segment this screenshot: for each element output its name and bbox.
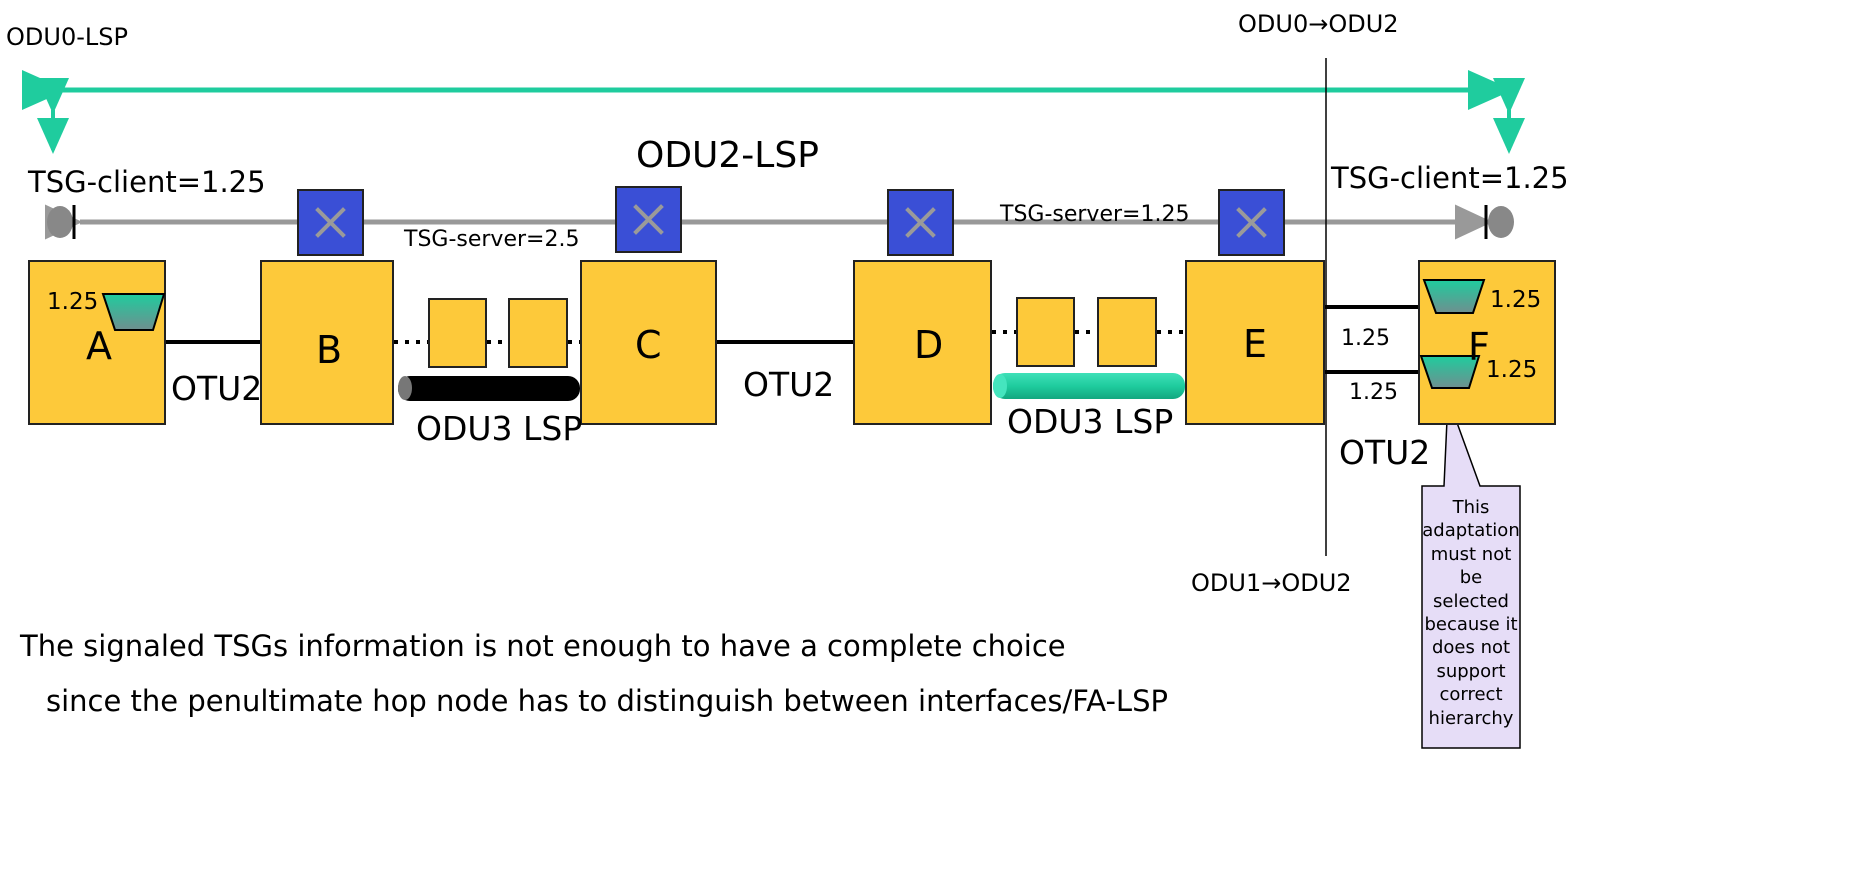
link-e-f-bottom-value: 1.25 bbox=[1349, 380, 1398, 405]
tsg-client-left-label: TSG-client=1.25 bbox=[28, 165, 266, 199]
node-d bbox=[853, 260, 992, 425]
node-d-label: D bbox=[914, 323, 944, 367]
otu2-c-d-label: OTU2 bbox=[743, 365, 835, 404]
otu2-a-b-label: OTU2 bbox=[171, 369, 263, 408]
callout-bubble bbox=[1421, 397, 1521, 749]
intermediate-box-de-1 bbox=[1016, 297, 1075, 367]
node-a bbox=[28, 260, 166, 425]
callout-line: does not bbox=[1431, 637, 1511, 659]
node-b-label: B bbox=[316, 328, 343, 372]
caption-line-2: since the penultimate hop node has to di… bbox=[46, 684, 1168, 718]
adaptation-f-top-value: 1.25 bbox=[1490, 287, 1542, 313]
odu2-left-endpoint bbox=[47, 206, 73, 238]
odu2-right-endpoint bbox=[1488, 206, 1514, 238]
cross-icon bbox=[905, 207, 936, 238]
callout-line: because it bbox=[1424, 613, 1518, 635]
node-c-label: C bbox=[635, 323, 662, 367]
cross-icon bbox=[1236, 207, 1267, 238]
adaptation-a-value: 1.25 bbox=[47, 289, 99, 315]
tsg-client-right-label: TSG-client=1.25 bbox=[1331, 161, 1569, 195]
tsg-server-right-label: TSG-server=1.25 bbox=[1000, 202, 1190, 227]
odu3-lsp-pipe-de-end bbox=[993, 374, 1007, 398]
cross-icon bbox=[633, 204, 664, 235]
callout-line: correct bbox=[1439, 684, 1503, 706]
callout-line: support bbox=[1436, 660, 1506, 682]
callout-line: adaptation bbox=[1422, 520, 1520, 542]
caption-line-1: The signaled TSGs information is not eno… bbox=[20, 629, 1066, 663]
callout-line: selected bbox=[1433, 590, 1509, 612]
otu2-e-f-label: OTU2 bbox=[1339, 433, 1431, 472]
odu0-lsp-label: ODU0-LSP bbox=[6, 23, 128, 51]
link-e-f-top-value: 1.25 bbox=[1341, 326, 1390, 351]
node-f-label: F bbox=[1468, 325, 1490, 369]
cross-connect-b bbox=[297, 189, 364, 256]
odu3-lsp-bc-label: ODU3 LSP bbox=[416, 409, 583, 448]
cross-connect-e bbox=[1218, 189, 1285, 256]
odu3-lsp-pipe-de bbox=[993, 373, 1185, 399]
cross-connect-c bbox=[615, 186, 682, 253]
odu3-lsp-de-label: ODU3 LSP bbox=[1007, 402, 1174, 441]
tsg-server-left-label: TSG-server=2.5 bbox=[404, 227, 580, 252]
intermediate-box-bc-1 bbox=[428, 298, 487, 368]
node-c bbox=[580, 260, 717, 425]
odu1-to-odu2-label: ODU1→ODU2 bbox=[1191, 569, 1352, 597]
odu2-lsp-label: ODU2-LSP bbox=[636, 135, 819, 176]
odu0-to-odu2-label: ODU0→ODU2 bbox=[1238, 10, 1399, 38]
node-b bbox=[260, 260, 394, 425]
odu3-lsp-pipe-bc bbox=[398, 376, 580, 401]
node-e-label: E bbox=[1243, 322, 1268, 366]
odu3-lsp-pipe-bc-end bbox=[398, 376, 412, 400]
intermediate-box-bc-2 bbox=[508, 298, 568, 368]
cross-icon bbox=[315, 207, 346, 238]
cross-connect-d bbox=[887, 189, 954, 256]
node-a-label: A bbox=[86, 324, 112, 368]
callout-line: hierarchy bbox=[1428, 707, 1514, 729]
node-e bbox=[1185, 260, 1325, 425]
callout-line: must not be bbox=[1430, 543, 1512, 589]
callout-text: This adaptation must not be selected bec… bbox=[1422, 496, 1520, 730]
callout-line: This bbox=[1452, 497, 1490, 518]
adaptation-f-bottom-value: 1.25 bbox=[1486, 357, 1538, 383]
intermediate-box-de-2 bbox=[1097, 297, 1157, 367]
